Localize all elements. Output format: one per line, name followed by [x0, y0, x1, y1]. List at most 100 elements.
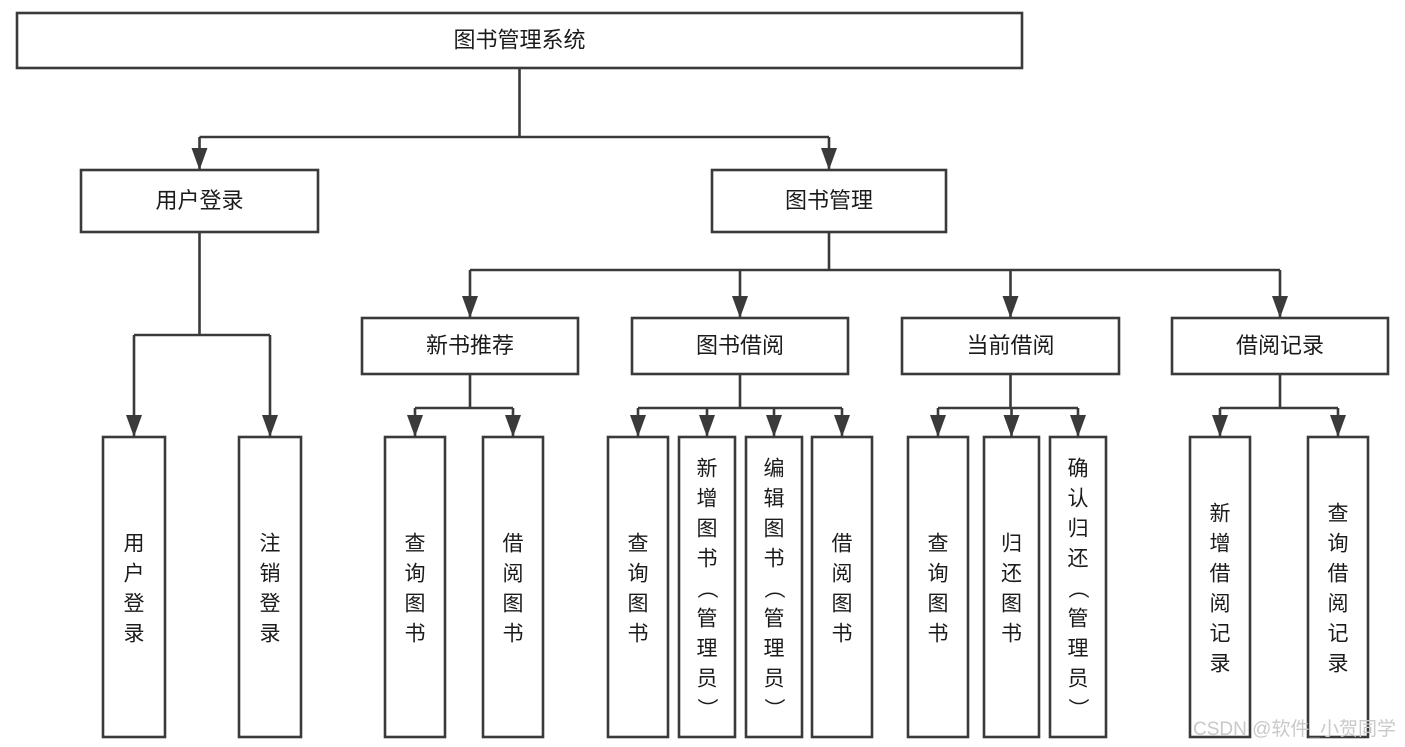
- node-label-glyph: 图: [1001, 592, 1022, 615]
- node-label-glyph: 管: [764, 607, 785, 630]
- node-leaf-borrow_record-1[interactable]: [1306, 435, 1370, 739]
- arrow-head-icon: [821, 148, 837, 170]
- node-label-glyph: 图: [832, 592, 853, 615]
- arrow-head-icon: [699, 415, 715, 437]
- node-book_borrow-label: 图书借阅: [696, 333, 784, 358]
- node-label-glyph: 还: [1001, 562, 1022, 585]
- node-label-glyph: 书: [405, 622, 426, 645]
- node-label-glyph: 录: [124, 622, 145, 645]
- node-label-glyph: 询: [628, 562, 649, 585]
- node-label-glyph: 户: [124, 562, 145, 585]
- node-label-glyph: 销: [260, 562, 281, 585]
- arrow-head-icon: [262, 415, 278, 437]
- arrow-head-icon: [505, 415, 521, 437]
- node-leaf-user_login-1[interactable]: [237, 435, 303, 739]
- node-label-glyph: 录: [1328, 652, 1349, 675]
- node-leaf-current_borrow-1[interactable]: [982, 435, 1041, 739]
- node-new_book_recommend-label: 新书推荐: [426, 333, 514, 358]
- node-leaf-new_book_recommend-1[interactable]: [481, 435, 545, 739]
- node-label-glyph: 书: [503, 622, 524, 645]
- arrow-head-icon: [1002, 296, 1019, 318]
- node-label-glyph: 借: [1210, 562, 1231, 585]
- arrow-head-icon: [1070, 415, 1086, 437]
- node-label-glyph: ）: [695, 698, 718, 719]
- node-label-glyph: （: [695, 578, 718, 599]
- node-label-glyph: 阅: [1328, 592, 1349, 615]
- node-label-glyph: 录: [260, 622, 281, 645]
- node-leaf-book_borrow-1[interactable]: [677, 435, 737, 739]
- arrow-head-icon: [930, 415, 946, 437]
- node-leaf-book_borrow-3[interactable]: [810, 435, 874, 739]
- node-label-glyph: 理: [1068, 637, 1089, 660]
- node-current_borrow[interactable]: [900, 316, 1121, 376]
- node-leaf-new_book_recommend-0[interactable]: [383, 435, 447, 739]
- node-label-glyph: （: [762, 578, 785, 599]
- node-label-glyph: 阅: [503, 562, 524, 585]
- node-user_login[interactable]: [79, 168, 320, 234]
- arrow-head-icon: [126, 415, 142, 437]
- node-label-glyph: 书: [697, 547, 718, 570]
- node-label-glyph: 书: [764, 547, 785, 570]
- node-label-glyph: 注: [260, 532, 281, 555]
- arrow-head-icon: [630, 415, 646, 437]
- arrow-head-icon: [766, 415, 782, 437]
- node-book_manage[interactable]: [710, 168, 948, 234]
- node-label-glyph: 员: [697, 667, 718, 690]
- node-label-glyph: 登: [124, 592, 145, 615]
- csdn-watermark: CSDN @软件_小贺同学: [1193, 718, 1396, 740]
- node-leaf-current_borrow-2[interactable]: [1048, 435, 1108, 739]
- node-layer: 图书管理系统用户登录图书管理新书推荐图书借阅当前借阅借阅记录用户登录注销登录查询…: [15, 11, 1390, 739]
- node-label-glyph: 增: [1210, 532, 1231, 555]
- node-label-glyph: 录: [1210, 652, 1231, 675]
- node-label-glyph: 管: [697, 607, 718, 630]
- node-label-glyph: 理: [697, 637, 718, 660]
- node-borrow_record[interactable]: [1170, 316, 1390, 376]
- node-new_book_recommend[interactable]: [360, 316, 580, 376]
- node-leaf-user_login-0[interactable]: [101, 435, 167, 739]
- node-current_borrow-label: 当前借阅: [966, 333, 1054, 358]
- node-borrow_record-label: 借阅记录: [1236, 333, 1324, 358]
- node-label-glyph: 管: [1068, 607, 1089, 630]
- node-label-glyph: 图: [697, 517, 718, 540]
- node-leaf-book_borrow-0[interactable]: [606, 435, 670, 739]
- node-leaf-borrow_record-0[interactable]: [1188, 435, 1252, 739]
- node-label-glyph: 记: [1210, 622, 1231, 645]
- node-label-glyph: 书: [1001, 622, 1022, 645]
- node-book_borrow[interactable]: [630, 316, 850, 376]
- node-label-glyph: ）: [1066, 698, 1089, 719]
- node-label-glyph: 记: [1328, 622, 1349, 645]
- arrow-head-icon: [1003, 415, 1020, 437]
- node-label-glyph: 图: [503, 592, 524, 615]
- node-root-label: 图书管理系统: [453, 27, 585, 52]
- node-label-glyph: 图: [764, 517, 785, 540]
- node-label-glyph: 编: [764, 457, 785, 480]
- node-label-glyph: 询: [405, 562, 426, 585]
- node-root-book-management-system[interactable]: [15, 11, 1024, 70]
- node-label-glyph: 阅: [832, 562, 853, 585]
- node-label-glyph: 借: [503, 532, 524, 555]
- node-label-glyph: 登: [260, 592, 281, 615]
- node-label-glyph: 查: [628, 532, 649, 555]
- arrow-head-icon: [1212, 415, 1228, 437]
- node-label-glyph: 查: [1328, 502, 1349, 525]
- node-leaf-current_borrow-0[interactable]: [906, 435, 970, 739]
- node-leaf-book_borrow-2[interactable]: [744, 435, 804, 739]
- node-label-glyph: 增: [697, 487, 718, 510]
- arrow-head-icon: [732, 296, 748, 318]
- node-label-glyph: 新: [1210, 502, 1231, 525]
- node-label-glyph: 员: [764, 667, 785, 690]
- node-label-glyph: 认: [1068, 487, 1089, 510]
- node-label-glyph: 询: [928, 562, 949, 585]
- arrow-head-icon: [191, 148, 208, 170]
- node-label-glyph: 图: [405, 592, 426, 615]
- arrow-head-icon: [462, 296, 478, 318]
